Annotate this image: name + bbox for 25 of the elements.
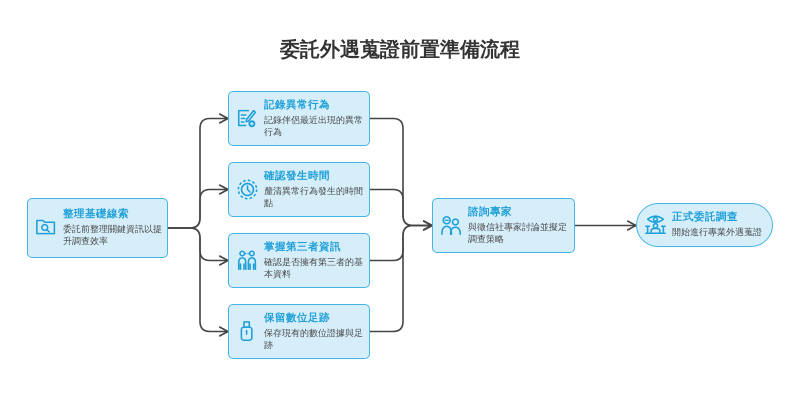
arrow	[575, 220, 637, 231]
box-text: 釐清異常行為發生的時間點	[264, 186, 364, 210]
process-box	[228, 233, 370, 288]
box-text: 開始進行專業外遇蒐證	[672, 227, 763, 239]
arrow	[168, 227, 229, 337]
box-heading: 保留數位足跡	[264, 311, 330, 325]
arrow	[370, 220, 433, 332]
box-heading: 諮詢專家	[468, 205, 512, 219]
rounded-box	[636, 203, 773, 247]
process-box	[228, 91, 370, 146]
process-box	[27, 198, 168, 258]
process-box	[228, 162, 370, 217]
box-heading: 確認發生時間	[264, 169, 330, 183]
box-text: 委託前整理關鍵資訊以提升調查效率	[63, 224, 163, 248]
box-heading: 掌握第三者資訊	[264, 240, 341, 254]
box-text: 保存現有的數位證據與足跡	[264, 328, 364, 352]
box-heading: 正式委託調查	[672, 210, 738, 224]
box-text: 與徵信社專家討論並擬定調查策略	[468, 222, 568, 246]
box-heading: 記錄異常行為	[264, 98, 330, 112]
process-box	[432, 198, 575, 253]
process-box	[228, 304, 370, 359]
box-text: 確認是否擁有第三者的基本資料	[264, 257, 364, 281]
box-heading: 整理基礎線索	[63, 207, 129, 221]
title: 委託外遇蒐證前置準備流程	[280, 36, 520, 63]
box-text: 記錄伴侶最近出現的異常行為	[264, 115, 364, 139]
